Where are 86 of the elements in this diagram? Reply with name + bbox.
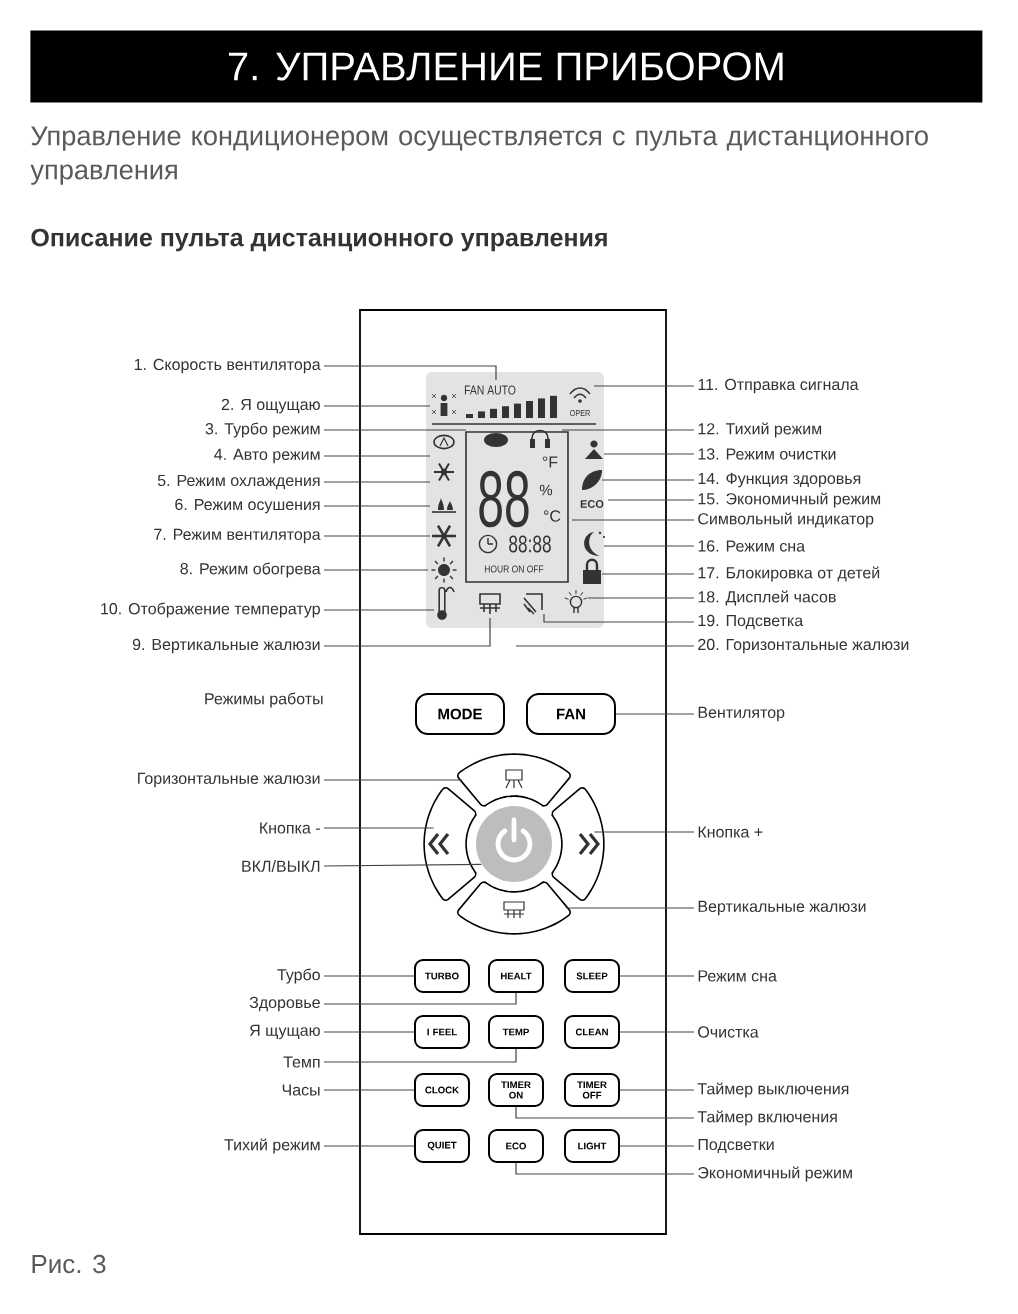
- leader-line: [323, 609, 435, 611]
- leader-line: [323, 405, 431, 407]
- callout-label: Таймер включения: [697, 1110, 837, 1126]
- leader-line: [323, 429, 467, 431]
- callout-label: 9. Вертикальные жалюзи: [132, 638, 320, 654]
- callout-label: 11. Отправка сигнала: [698, 378, 859, 394]
- leader-line: [323, 455, 431, 457]
- callout-label: 12. Тихий режим: [698, 422, 822, 438]
- callout-label: 17. Блокировка от детей: [698, 566, 880, 582]
- callout-label: 19. Подсветка: [698, 614, 804, 630]
- leader-line: [619, 975, 695, 977]
- leader-line: [601, 479, 695, 481]
- callout-label: Часы: [282, 1084, 320, 1096]
- leader-line: [323, 365, 497, 381]
- leader-line: [323, 569, 429, 571]
- leader-line: [323, 505, 431, 507]
- display-text: °F: [542, 456, 558, 468]
- leader-line: [323, 1048, 517, 1063]
- callout-label: Тихий режим: [224, 1138, 320, 1154]
- callout-label: Вертикальные жалюзи: [698, 900, 866, 916]
- callout-label: Турбо: [277, 968, 320, 984]
- callout-label: Экономичный режим: [698, 1166, 852, 1182]
- leader-line: [561, 429, 695, 431]
- callout-label: 6. Режим осушения: [175, 498, 320, 514]
- caption: Рис. 3: [32, 1254, 106, 1274]
- callout-label: 1. Скорость вентилятора: [134, 358, 321, 374]
- callout-label: Режим сна: [698, 970, 777, 982]
- callout-label: 4. Авто режим: [214, 448, 320, 464]
- callout-label: 2. Я ощущаю: [221, 398, 320, 414]
- display-text: 88: [479, 470, 529, 528]
- leader-line: [515, 1162, 695, 1175]
- callout-label: Темп: [283, 1056, 320, 1068]
- callout-label: 18. Дисплей часов: [698, 590, 836, 606]
- callout-label: Кнопка -: [260, 822, 320, 834]
- leader-line: [571, 519, 695, 521]
- leader-line: [593, 385, 695, 387]
- leader-line: [593, 831, 695, 833]
- intro-text: Управление кондиционером осуществляется с пульта дистанционного управления: [30, 126, 928, 185]
- callout-label: 7. Режим вентилятора: [154, 528, 321, 544]
- leader-line: [603, 545, 695, 547]
- display-text: °C: [543, 510, 561, 522]
- leader-line: [607, 499, 695, 501]
- title-banner: 7. УПРАВЛЕНИЕ ПРИБОРОМ: [30, 30, 983, 103]
- leader-line: [587, 597, 695, 599]
- leader-line: [615, 713, 695, 715]
- callout-label: Здоровье: [249, 996, 320, 1012]
- callout-label: 15. Экономичный режим: [698, 492, 881, 508]
- callout-label: ВКЛ/ВЫКЛ: [242, 860, 320, 872]
- subtitle: Описание пульта дистанционного управления: [31, 228, 607, 252]
- display-text: 88:88: [509, 535, 551, 553]
- leader-line: [619, 1089, 695, 1091]
- callout-label: Таймер выключения: [697, 1082, 849, 1098]
- callout-label: Подсветки: [698, 1138, 774, 1154]
- leader-line: [323, 975, 415, 977]
- leader-line: [543, 613, 695, 623]
- callout-label: Кнопка +: [698, 826, 763, 838]
- leader-line: [323, 1089, 415, 1091]
- callout-label: 14. Функция здоровья: [698, 472, 861, 488]
- callout-label: 3. Турбо режим: [205, 422, 320, 438]
- callout-label: Горизонтальные жалюзи: [138, 772, 320, 788]
- leader-line: [323, 1145, 415, 1147]
- leader-line: [515, 645, 695, 647]
- leader-line: [323, 535, 431, 537]
- leader-line: [565, 907, 695, 909]
- leader-line: [323, 481, 431, 483]
- callout-label: Вентилятор: [698, 706, 785, 722]
- callout-label: 13. Режим очистки: [698, 448, 836, 460]
- leader-line: [323, 827, 435, 829]
- leader-line: [601, 573, 695, 575]
- leader-line: [619, 1031, 695, 1033]
- leader-line: [323, 617, 491, 647]
- leader-line: [603, 453, 695, 455]
- leader-line: [323, 779, 463, 781]
- leader-line: [323, 1031, 415, 1033]
- callout-label: Очистка: [698, 1026, 759, 1038]
- callout-label: Режимы работы: [205, 692, 323, 708]
- leader-line: [323, 992, 517, 1005]
- callout-label: 20. Горизонтальные жалюзи: [698, 638, 909, 654]
- callout-label: 5. Режим охлаждения: [157, 474, 320, 490]
- callout-label: 16. Режим сна: [698, 540, 806, 552]
- leader-line: [515, 1106, 695, 1119]
- callout-label: 8. Режим обогрева: [180, 562, 321, 578]
- callout-label: 10. Отображение температур: [101, 602, 320, 618]
- leader-line: [619, 1145, 695, 1147]
- callout-label: Я щущаю: [249, 1024, 320, 1040]
- callout-label: Символьный индикатор: [698, 512, 874, 528]
